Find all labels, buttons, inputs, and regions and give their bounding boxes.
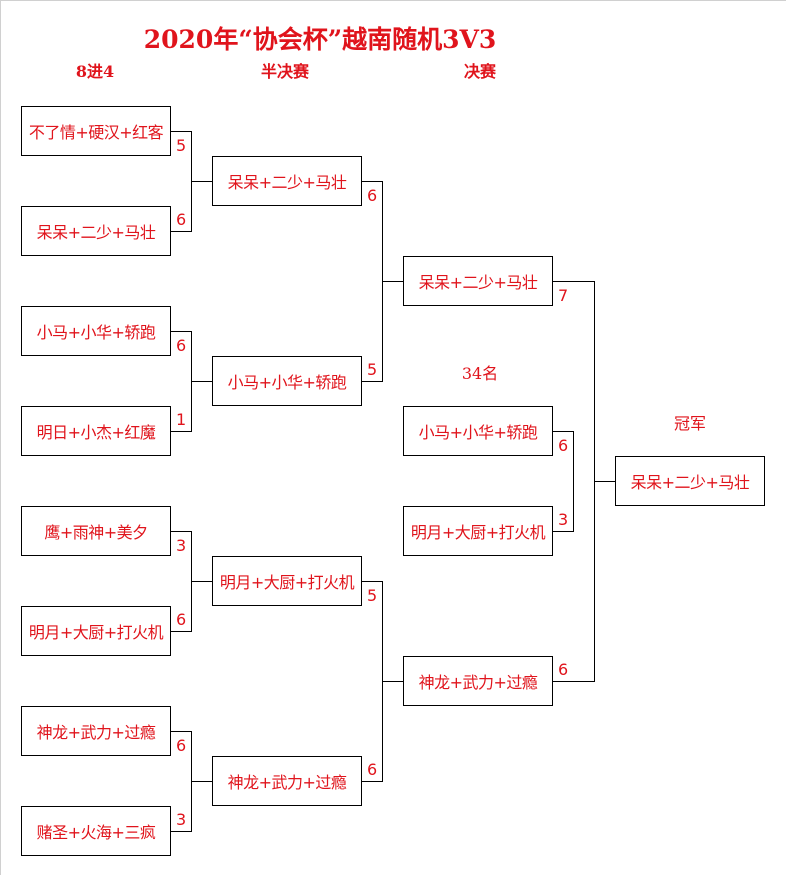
sf-team-2: 小马+小华+轿跑 [212, 356, 362, 406]
qf-score-2: 6 [176, 210, 187, 229]
final-score-1: 7 [558, 286, 569, 305]
sf-team-3: 明月+大厨+打火机 [212, 556, 362, 606]
sf-score-4: 6 [367, 760, 378, 779]
qf-score-3: 6 [176, 336, 187, 355]
qf-score-4: 1 [176, 410, 187, 429]
qf-team-6: 明月+大厨+打火机 [21, 606, 171, 656]
final-score-2: 6 [558, 660, 569, 679]
quarterfinal-label: 8进4 [75, 62, 115, 81]
third-place-team-1: 小马+小华+轿跑 [403, 406, 553, 456]
bracket-title: 2020年“协会杯”越南随机3V3 [143, 25, 497, 54]
qf-team-2: 呆呆+二少+马壮 [21, 206, 171, 256]
sf-score-1: 6 [367, 186, 378, 205]
qf-team-4: 明日+小杰+红魔 [21, 406, 171, 456]
sf-score-3: 5 [367, 586, 378, 605]
qf-score-5: 3 [176, 536, 187, 555]
qf-team-5: 鹰+雨神+美夕 [21, 506, 171, 556]
sf-team-1: 呆呆+二少+马壮 [212, 156, 362, 206]
sf-team-4: 神龙+武力+过瘾 [212, 756, 362, 806]
qf-team-8: 赌圣+火海+三疯 [21, 806, 171, 856]
final-team-2: 神龙+武力+过瘾 [403, 656, 553, 706]
champion-team: 呆呆+二少+马壮 [615, 456, 765, 506]
qf-team-3: 小马+小华+轿跑 [21, 306, 171, 356]
qf-team-7: 神龙+武力+过瘾 [21, 706, 171, 756]
qf-team-1: 不了情+硬汉+红客 [21, 106, 171, 156]
qf-score-8: 3 [176, 810, 187, 829]
semifinal-label: 半决赛 [260, 62, 309, 81]
champion-label: 冠军 [673, 414, 706, 433]
qf-score-6: 6 [176, 610, 187, 629]
sf-score-2: 5 [367, 360, 378, 379]
qf-score-7: 6 [176, 736, 187, 755]
third-place-team-2: 明月+大厨+打火机 [403, 506, 553, 556]
final-label: 决赛 [463, 62, 496, 81]
third-place-score-2: 3 [558, 510, 569, 529]
third-place-label: 34名 [461, 364, 499, 383]
final-team-1: 呆呆+二少+马壮 [403, 256, 553, 306]
qf-score-1: 5 [176, 136, 187, 155]
third-place-score-1: 6 [558, 436, 569, 455]
